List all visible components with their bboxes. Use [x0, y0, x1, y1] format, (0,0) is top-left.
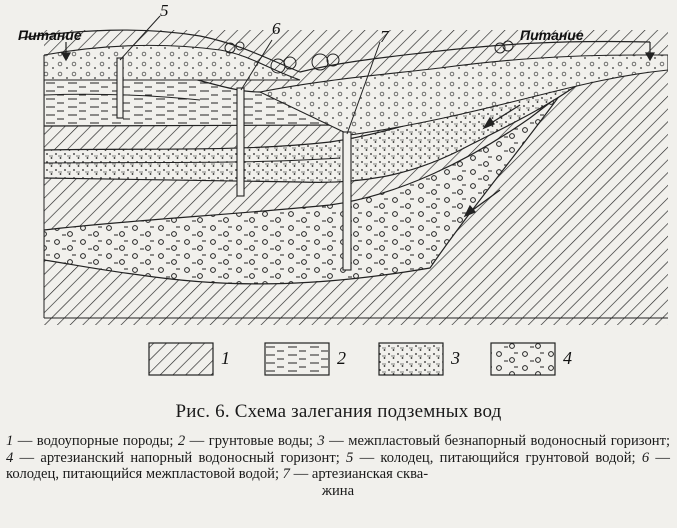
caption-num-7: 7 [282, 466, 290, 483]
caption-last-line: жина [321, 482, 355, 499]
caption-text-2: — грунтовые воды; [185, 433, 318, 449]
caption-text-6: — колодец, питающийся межпластовой водой… [6, 449, 670, 483]
legend-label-4: 4 [563, 348, 572, 368]
well-5 [116, 15, 161, 119]
ground-surface [19, 29, 651, 73]
label-5: 5 [160, 1, 169, 20]
figure-caption: 1 — водоупорные породы; 2 — грунтовые во… [6, 433, 670, 499]
legend-label-1: 1 [221, 348, 230, 368]
legend-swatch-4 [490, 342, 556, 376]
label-6: 6 [272, 19, 281, 38]
feed-label-left: Питание [18, 27, 82, 43]
label-7: 7 [380, 27, 390, 46]
caption-num-4: 4 [6, 449, 14, 466]
caption-num-1: 1 [6, 433, 14, 449]
caption-num-5: 5 [346, 449, 354, 466]
legend-label-3: 3 [450, 348, 460, 368]
feed-label-right: Питание [520, 27, 584, 43]
caption-num-6: 6 [641, 449, 650, 466]
caption-text-1: — водоупорные породы; [13, 433, 178, 449]
groundwater-diagram: Питание Питание 5 6 7 1 2 3 4 [18, 1, 668, 376]
well-6 [236, 39, 273, 197]
caption-text-4: — артезианский напорный водоносный гориз… [13, 449, 347, 466]
figure-title: Рис. 6. Схема залегания подземных вод [175, 401, 502, 422]
legend-label-2: 2 [337, 348, 346, 368]
caption-text-3: — межпластовый безнапорный водоносный го… [324, 433, 670, 449]
legend-swatch-3 [378, 342, 444, 376]
well-7 [342, 41, 381, 271]
legend-swatch-2 [264, 342, 330, 376]
feed-arrow-icon [60, 42, 656, 62]
legend-swatch-1 [148, 342, 214, 376]
caption-num-2: 2 [177, 433, 186, 449]
caption-num-3: 3 [317, 433, 325, 449]
caption-text-5: — колодец, питающийся грунтовой водой; [353, 449, 642, 466]
trees-icon [224, 40, 514, 74]
flow-arrow-icon [463, 104, 521, 218]
caption-text-7: — артезианская сква- [289, 466, 429, 483]
legend: 1 2 3 4 [148, 342, 572, 376]
